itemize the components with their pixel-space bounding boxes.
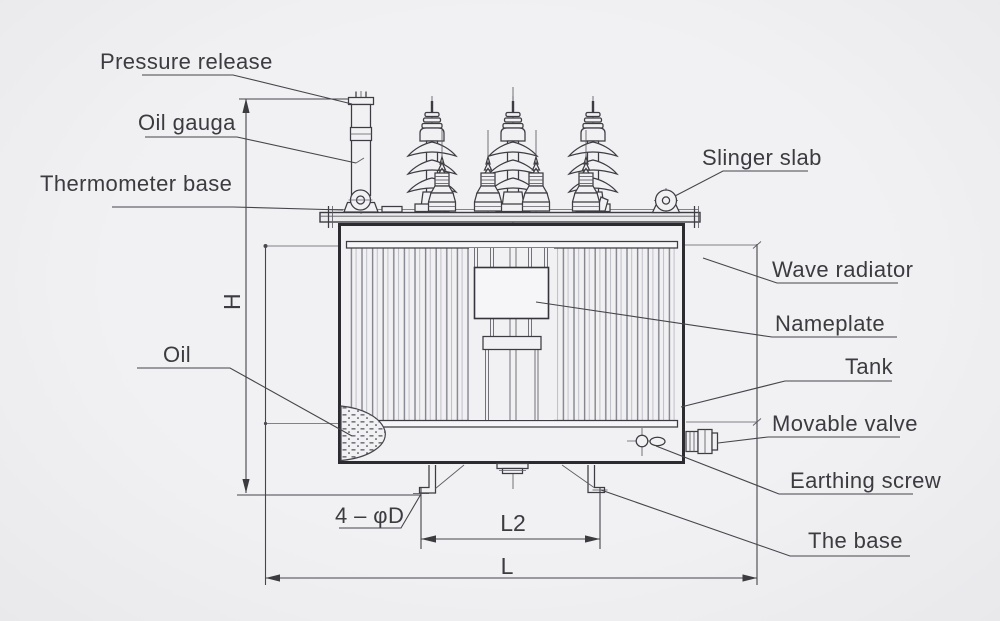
foot-spacing-dimension-label: L2 bbox=[500, 510, 526, 536]
nameplate-callout: Nameplate bbox=[535, 301, 897, 338]
earthing-screw bbox=[627, 428, 666, 456]
oil-label: Oil bbox=[163, 342, 191, 367]
radiator-bottom-rail bbox=[345, 419, 679, 428]
overall-length-dimension-label: L bbox=[501, 553, 514, 579]
movable-valve bbox=[685, 428, 719, 455]
pressure-release-callout: Pressure release bbox=[100, 49, 353, 105]
right-foot bbox=[587, 465, 606, 494]
h-arrow-up bbox=[242, 98, 250, 113]
tank-body bbox=[338, 223, 719, 475]
nameplate-lower-bar bbox=[482, 335, 542, 351]
h-arrow-down bbox=[242, 479, 250, 493]
mounting-holes-label: 4 – φD bbox=[335, 503, 404, 528]
pressure-release-label: Pressure release bbox=[100, 49, 273, 74]
oil-callout: Oil bbox=[137, 342, 353, 437]
pressure-release-device bbox=[343, 91, 379, 214]
thermometer-base-callout: Thermometer base bbox=[40, 171, 344, 211]
nameplate-label: Nameplate bbox=[775, 311, 885, 336]
slinger-slab-label: Slinger slab bbox=[702, 145, 822, 170]
tank-label: Tank bbox=[845, 354, 894, 379]
earthing-screw-label: Earthing screw bbox=[790, 468, 941, 493]
callouts: Pressure release Oil gauga Thermometer b… bbox=[40, 49, 941, 557]
slinger-slab-callout: Slinger slab bbox=[674, 145, 822, 197]
the-base-callout: The base bbox=[600, 489, 910, 557]
wave-radiator-callout: Wave radiator bbox=[702, 257, 913, 284]
mounting-holes-callout: 4 – φD bbox=[335, 493, 422, 529]
movable-valve-label: Movable valve bbox=[772, 411, 918, 436]
height-dimension-label: H bbox=[219, 293, 245, 310]
tank-callout: Tank bbox=[680, 354, 894, 408]
oil-gauge-label: Oil gauga bbox=[138, 110, 236, 135]
base-feet bbox=[418, 464, 606, 494]
drain-plug bbox=[496, 462, 529, 475]
thermometer-base-label: Thermometer base bbox=[40, 171, 232, 196]
nameplate bbox=[473, 266, 550, 320]
slinger-slab-lug bbox=[651, 188, 681, 214]
oil-gauge-callout: Oil gauga bbox=[138, 110, 357, 164]
radiator-top-rail bbox=[345, 240, 679, 249]
the-base-label: The base bbox=[808, 528, 903, 553]
earthing-screw-callout: Earthing screw bbox=[655, 445, 941, 495]
oil-region bbox=[340, 405, 386, 462]
dimension-lines bbox=[237, 98, 762, 585]
lid-fitting bbox=[381, 205, 403, 213]
wave-radiator-label: Wave radiator bbox=[772, 257, 913, 282]
left-foot bbox=[418, 465, 437, 494]
oil-gauge-mark bbox=[355, 157, 365, 164]
movable-valve-callout: Movable valve bbox=[717, 411, 918, 444]
nameplate-panel bbox=[469, 248, 554, 420]
